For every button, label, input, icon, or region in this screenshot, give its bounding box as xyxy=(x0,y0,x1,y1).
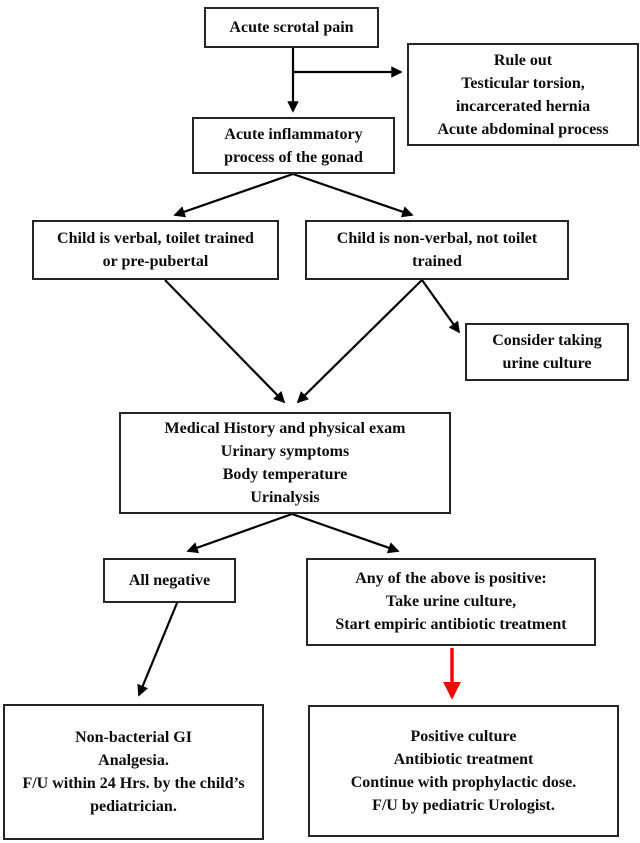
node-any-positive: Any of the above is positive: Take urine… xyxy=(306,558,596,646)
edge-inflammatory-verbal xyxy=(173,172,294,218)
node-non-bacterial-gi: Non-bacterial GI Analgesia. F/U within 2… xyxy=(3,704,264,840)
node-positive-culture: Positive culture Antibiotic treatment Co… xyxy=(308,705,619,837)
edge-workup-all-negative xyxy=(186,512,293,554)
edge-inflammatory-nonverbal xyxy=(292,172,414,218)
edge-verbal-workup xyxy=(164,279,286,404)
node-consider-urine-culture: Consider taking urine culture xyxy=(465,323,629,381)
node-child-verbal: Child is verbal, toilet trained or pre-p… xyxy=(32,220,279,280)
edge-nonverbal-urine-culture xyxy=(421,279,460,334)
node-child-nonverbal: Child is non-verbal, not toilet trained xyxy=(305,220,569,280)
edge-nonverbal-workup xyxy=(296,279,423,404)
node-medical-history-workup: Medical History and physical exam Urinar… xyxy=(119,412,451,514)
node-all-negative: All negative xyxy=(103,558,236,603)
node-acute-inflammatory-process: Acute inflammatory process of the gonad xyxy=(192,117,395,174)
edge-all-negative-non-bacterial xyxy=(137,602,179,697)
node-rule-out: Rule out Testicular torsion, incarcerate… xyxy=(407,43,639,146)
edge-workup-any-positive xyxy=(291,512,400,554)
node-acute-scrotal-pain: Acute scrotal pain xyxy=(204,7,379,48)
